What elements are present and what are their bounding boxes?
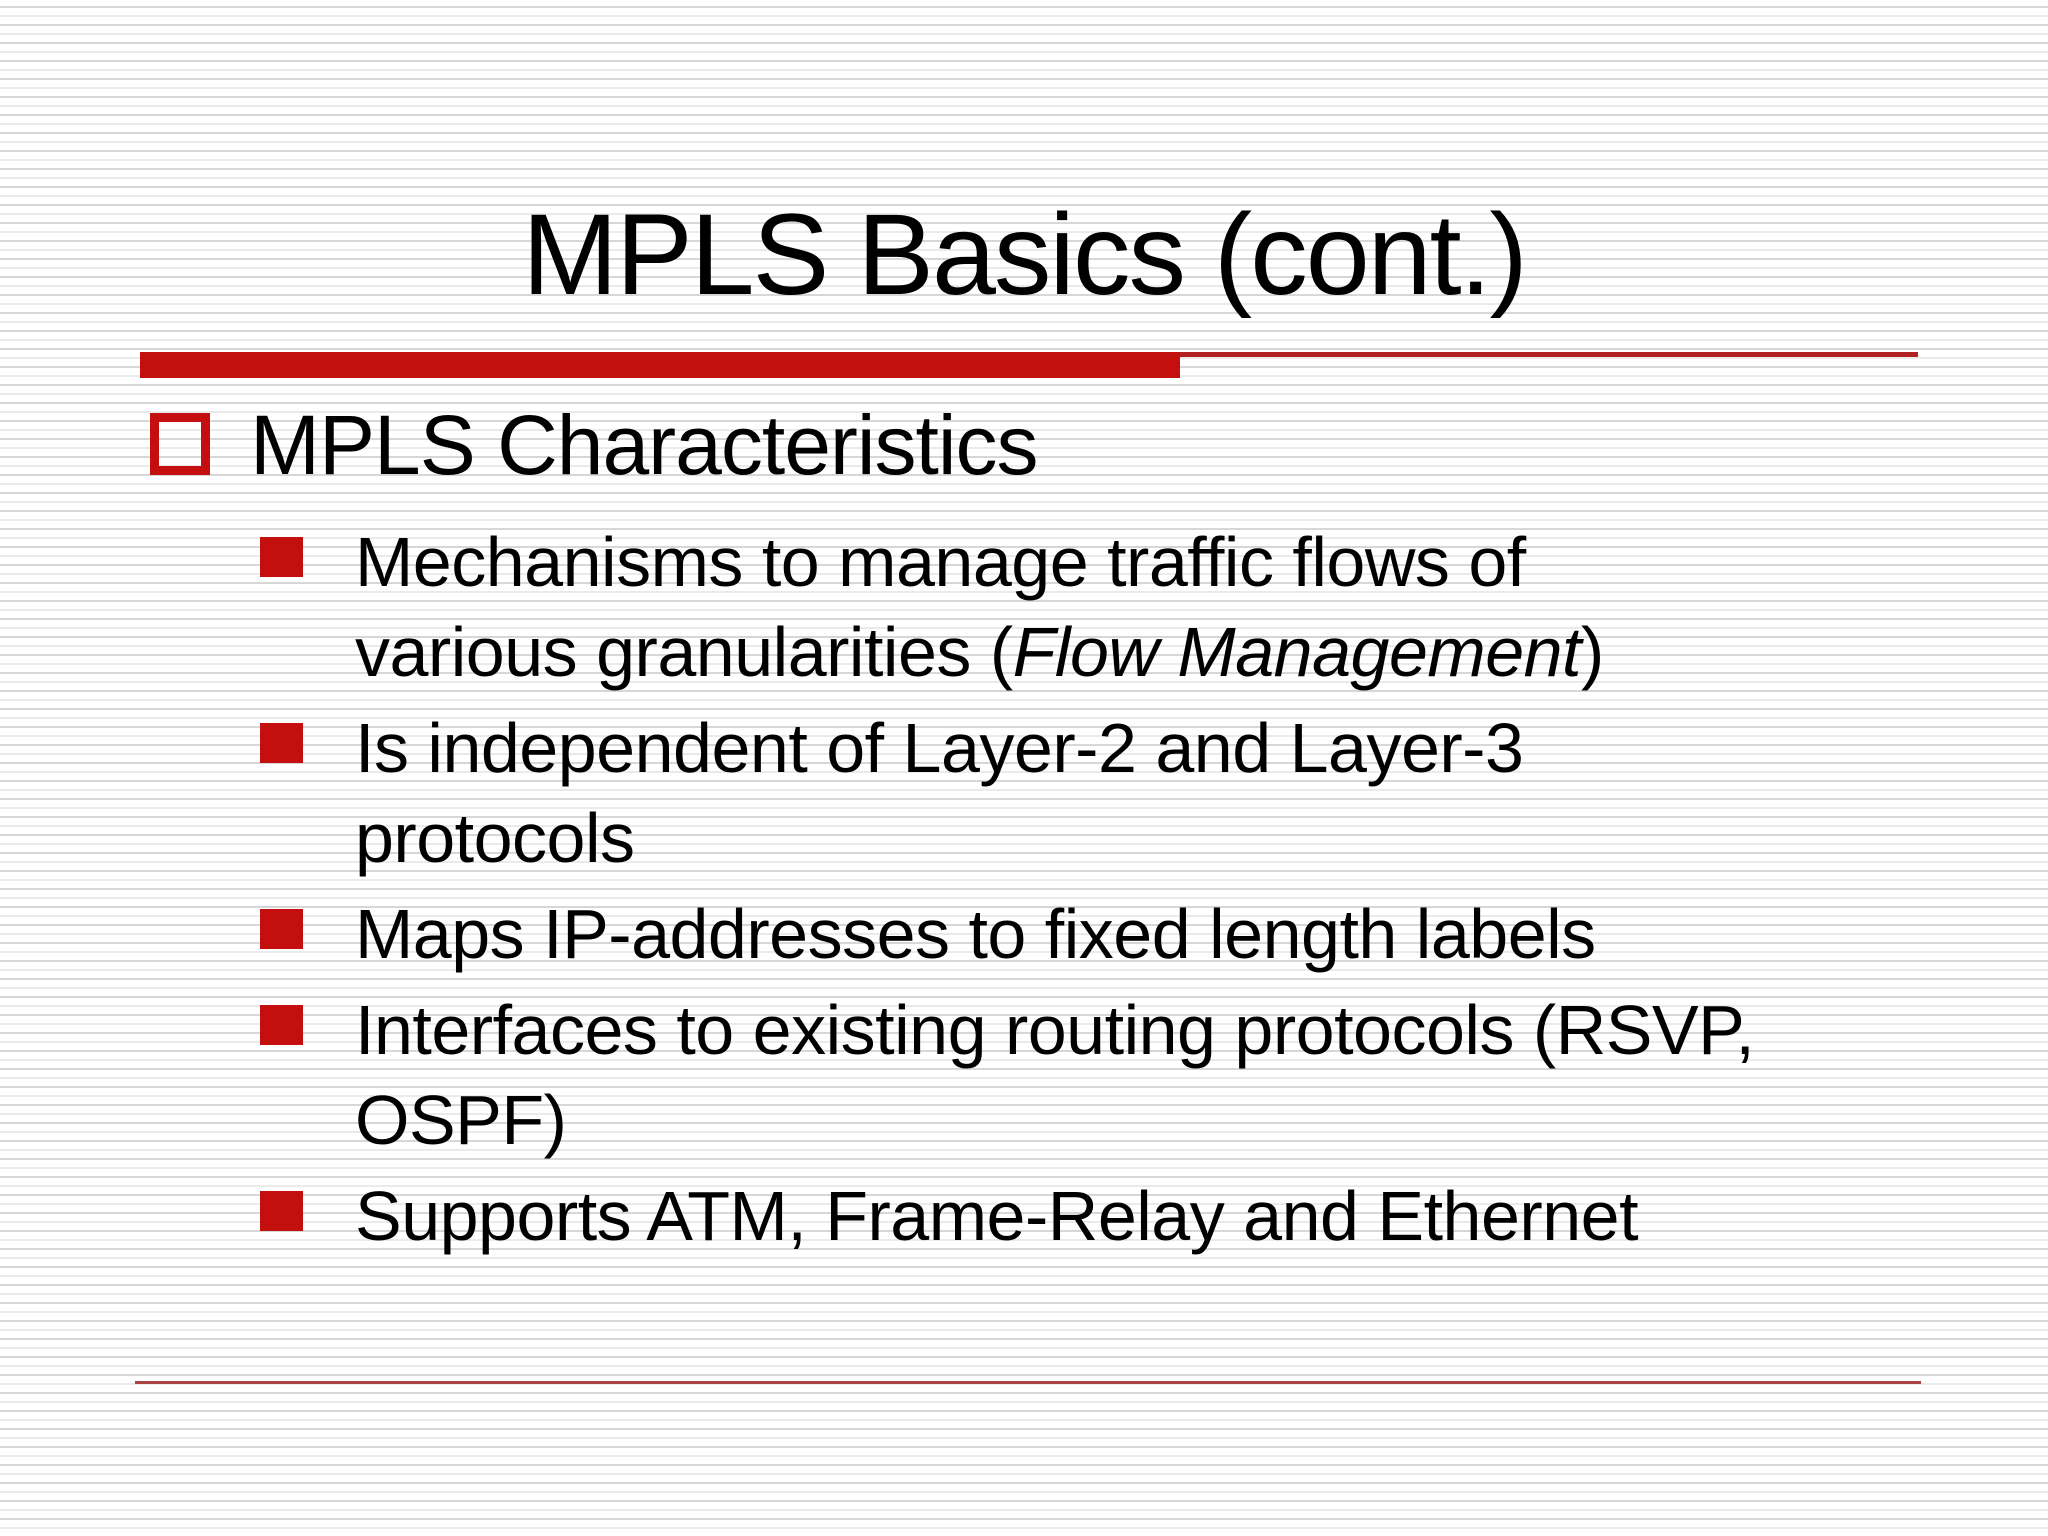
slide-body: MPLS Characteristics Mechanisms to manag… xyxy=(150,395,1970,1267)
filled-square-bullet-icon xyxy=(260,537,303,577)
open-square-bullet-icon xyxy=(150,413,210,475)
bullet-text: Mechanisms to manage traffic flows of va… xyxy=(355,517,1755,697)
level2-bullet-list: Mechanisms to manage traffic flows of va… xyxy=(150,517,1970,1261)
bullet-text-normal: Interfaces to existing routing protocols… xyxy=(355,991,1755,1159)
bullet-text-normal: Maps IP-addresses to fixed length labels xyxy=(355,895,1596,973)
bullet-text: Maps IP-addresses to fixed length labels xyxy=(355,889,1596,979)
bullet-text-normal: Mechanisms to manage traffic flows of va… xyxy=(355,523,1526,691)
bullet-item: Interfaces to existing routing protocols… xyxy=(260,985,1970,1165)
filled-square-bullet-icon xyxy=(260,909,303,949)
bullet-text-normal: Is independent of Layer-2 and Layer-3 pr… xyxy=(355,709,1524,877)
bottom-rule-line xyxy=(135,1381,1921,1384)
filled-square-bullet-icon xyxy=(260,1191,303,1231)
level1-bullet-text: MPLS Characteristics xyxy=(250,398,1039,492)
bullet-text: Is independent of Layer-2 and Layer-3 pr… xyxy=(355,703,1755,883)
title-divider-thick-bar xyxy=(140,352,1180,378)
bullet-item: Maps IP-addresses to fixed length labels xyxy=(260,889,1970,979)
bullet-item: Mechanisms to manage traffic flows of va… xyxy=(260,517,1970,697)
bullet-text-italic: Flow Management xyxy=(1012,613,1582,691)
level1-bullet-item: MPLS Characteristics xyxy=(150,395,1970,495)
bullet-text: Interfaces to existing routing protocols… xyxy=(355,985,1755,1165)
bullet-item: Supports ATM, Frame-Relay and Ethernet xyxy=(260,1171,1970,1261)
bullet-text-normal: Supports ATM, Frame-Relay and Ethernet xyxy=(355,1177,1639,1255)
filled-square-bullet-icon xyxy=(260,1005,303,1045)
filled-square-bullet-icon xyxy=(260,723,303,763)
slide-title: MPLS Basics (cont.) xyxy=(522,191,1528,319)
bullet-text-suffix: ) xyxy=(1581,613,1604,691)
bullet-text: Supports ATM, Frame-Relay and Ethernet xyxy=(355,1171,1639,1261)
bullet-item: Is independent of Layer-2 and Layer-3 pr… xyxy=(260,703,1970,883)
title-divider-thin-line xyxy=(1180,352,1918,357)
